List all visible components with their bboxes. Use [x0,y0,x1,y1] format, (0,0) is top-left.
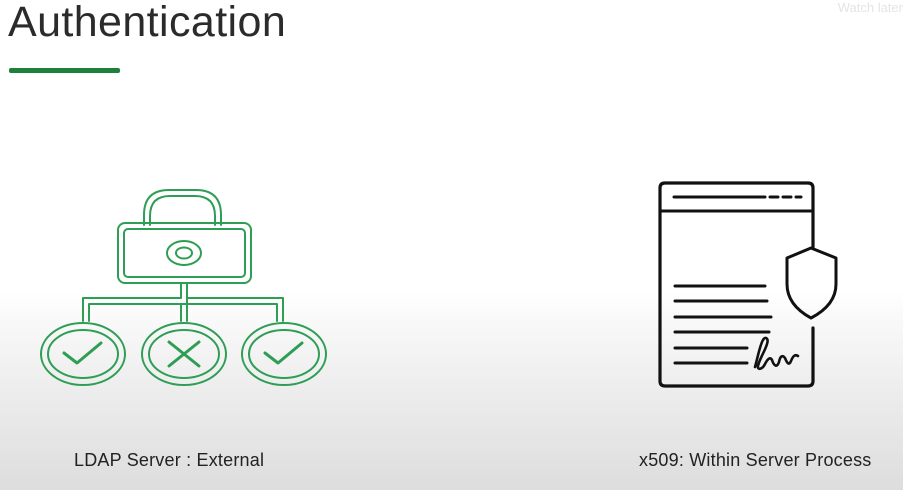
ldap-caption: LDAP Server : External [74,450,265,470]
x509-caption: x509: Within Server Process [639,450,872,470]
x509-certificate-icon [655,180,845,395]
title-underline [9,68,120,73]
ldap-lock-hierarchy-icon [38,185,338,390]
slide-title: Authentication [8,0,287,46]
watch-later-button[interactable]: Watch later [837,0,903,15]
